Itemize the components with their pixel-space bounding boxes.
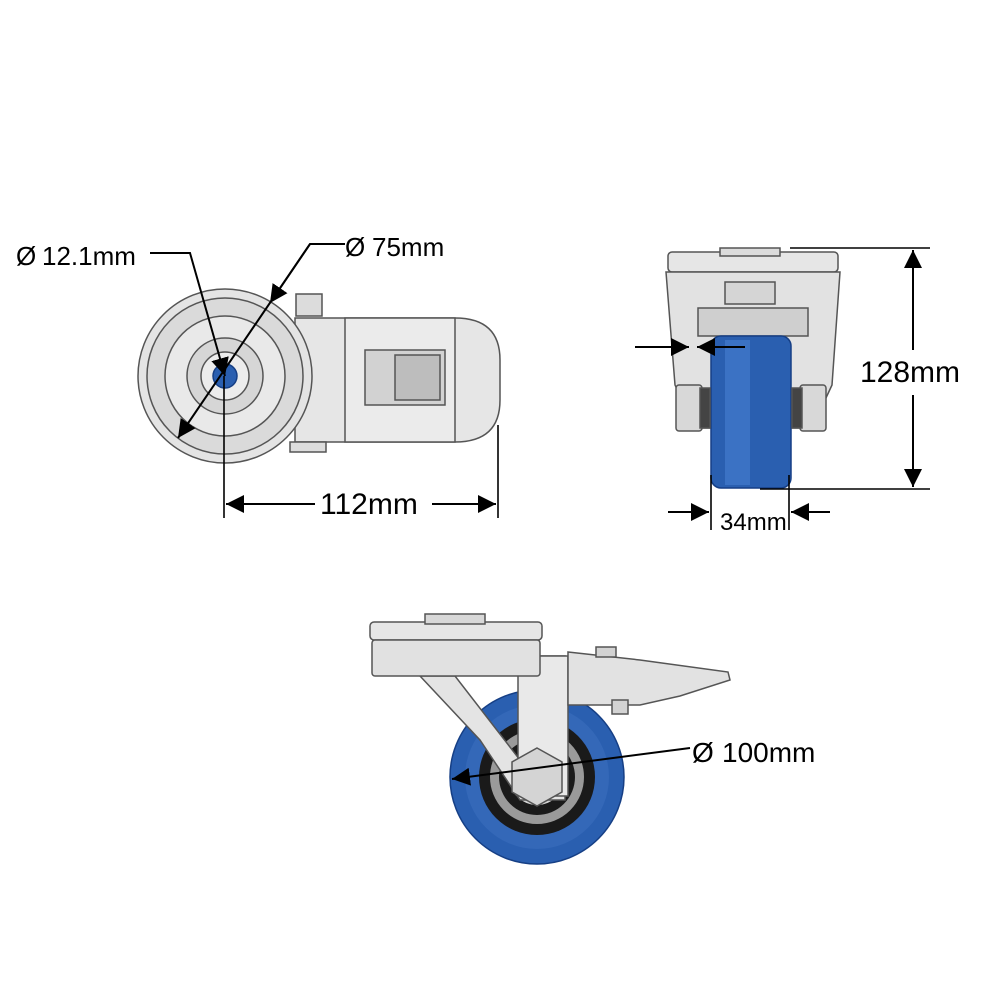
overall-height-value: 128mm — [860, 356, 960, 389]
wheel-width-value: 34mm — [720, 509, 787, 536]
front-view-brake-tab — [724, 281, 776, 305]
wheel-diameter-arrow — [451, 747, 691, 786]
bolt-hole-diameter-value: 12.1mm — [42, 241, 136, 271]
side-view-brake-knob — [595, 646, 617, 658]
wheel-diameter-value: 100mm — [722, 737, 815, 768]
plate-diameter-leader-tip — [269, 243, 311, 304]
side-view-hex-nut — [511, 747, 563, 807]
front-view-axle-nut-left — [675, 384, 703, 432]
top-view-axle-nut-bottom — [289, 441, 327, 453]
front-view-wheel-shade — [725, 340, 750, 485]
front-view-brake-plate — [697, 307, 809, 337]
side-view-brake-foot — [611, 699, 629, 715]
side-view: Ø 100mm — [369, 613, 815, 865]
front-view-top-plate-boss — [719, 247, 781, 257]
plate-diameter-symbol: Ø — [345, 232, 365, 262]
front-view-axle-washer-left — [699, 387, 711, 429]
front-view: 128mm 34mm — [635, 247, 960, 536]
top-view: Ø 12.1mm Ø 75mm 112mm — [16, 232, 501, 521]
side-view-brake-lever — [567, 651, 731, 706]
top-view-brake-lever-inner — [394, 354, 441, 401]
bolt-hole-diameter-symbol: Ø — [16, 241, 36, 271]
front-view-axle-nut-right — [799, 384, 827, 432]
side-view-top-plate-boss — [424, 613, 486, 625]
top-view-axle-nut-top — [295, 293, 323, 317]
overall-length-value: 112mm — [320, 488, 418, 521]
front-view-wheel — [710, 335, 792, 489]
wheel-diameter-symbol: Ø — [692, 737, 714, 768]
front-view-axle-washer-right — [791, 387, 803, 429]
side-view-top-plate-base — [371, 639, 541, 677]
plate-diameter-value: 75mm — [372, 232, 444, 262]
bolt-hole-leader — [150, 252, 229, 377]
